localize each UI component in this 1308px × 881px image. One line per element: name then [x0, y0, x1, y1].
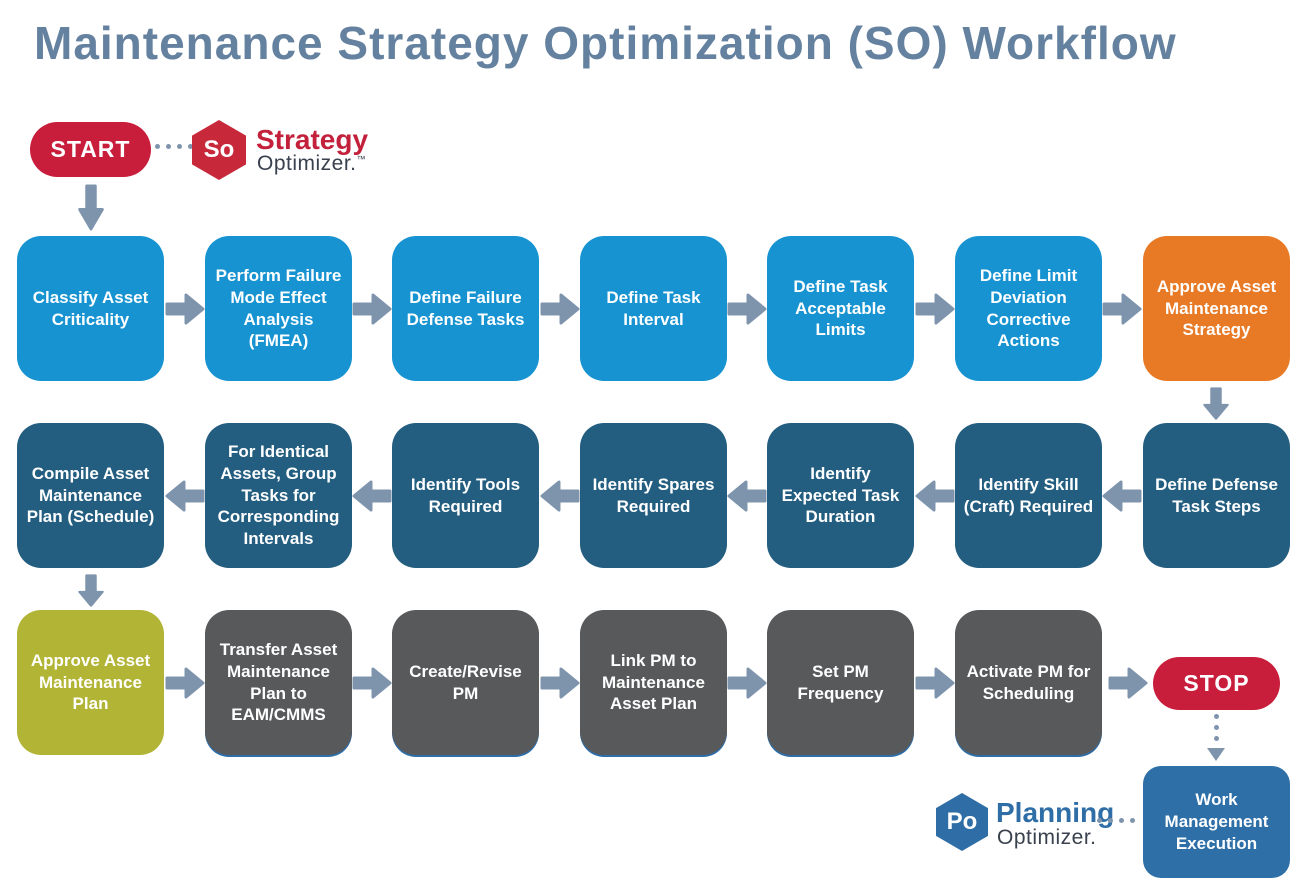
left-arrow-icon: [1102, 476, 1142, 516]
down-arrow-icon: [1201, 387, 1231, 420]
start-terminal: START: [30, 122, 151, 177]
step-identify-skill-craft-required: Identify Skill (Craft) Required: [955, 423, 1102, 568]
right-arrow-icon: [1108, 663, 1148, 703]
right-arrow-icon: [540, 663, 580, 703]
right-arrow-icon: [1102, 289, 1142, 329]
right-arrow-icon: [165, 663, 205, 703]
left-arrow-icon: [915, 476, 955, 516]
step-activate-pm-for-scheduling: Activate PM for Scheduling: [955, 610, 1102, 755]
step-define-task-acceptable-limits: Define Task Acceptable Limits: [767, 236, 914, 381]
strategy-optimizer-badge-icon: So: [192, 120, 246, 180]
step-classify-asset-criticality: Classify Asset Criticality: [17, 236, 164, 381]
left-arrow-icon: [727, 476, 767, 516]
step-link-pm-to-maintenance-asset-plan: Link PM to Maintenance Asset Plan: [580, 610, 727, 755]
step-define-task-interval: Define Task Interval: [580, 236, 727, 381]
down-arrow-icon: [76, 184, 106, 231]
dotted-connector-start-icon: [155, 144, 193, 149]
down-arrow-icon: [76, 574, 106, 607]
page-title: Maintenance Strategy Optimization (SO) W…: [34, 17, 1177, 69]
left-arrow-icon: [352, 476, 392, 516]
left-arrow-icon: [165, 476, 205, 516]
step-identify-spares-required: Identify Spares Required: [580, 423, 727, 568]
step-identify-expected-task-duration: Identify Expected Task Duration: [767, 423, 914, 568]
step-define-defense-task-steps: Define Defense Task Steps: [1143, 423, 1290, 568]
planning-optimizer-subtext: Optimizer.: [997, 826, 1097, 849]
strategy-optimizer-wordmark: Strategy: [256, 124, 369, 155]
right-arrow-icon: [915, 289, 955, 329]
strategy-optimizer-subtext: Optimizer.™: [257, 152, 367, 175]
trademark-symbol: ™: [356, 154, 367, 164]
right-arrow-icon: [540, 289, 580, 329]
step-approve-asset-maintenance-plan: Approve Asset Maintenance Plan: [17, 610, 164, 755]
step-compile-asset-maintenance-plan: Compile Asset Maintenance Plan (Schedule…: [17, 423, 164, 568]
right-arrow-icon: [915, 663, 955, 703]
step-work-management-execution: Work Management Execution: [1143, 766, 1290, 878]
stop-terminal: STOP: [1153, 657, 1280, 710]
right-arrow-icon: [352, 663, 392, 703]
dotted-connector-planning-icon: [1097, 818, 1135, 823]
step-create-revise-pm: Create/Revise PM: [392, 610, 539, 755]
left-arrow-icon: [540, 476, 580, 516]
planning-optimizer-badge-icon: Po: [936, 793, 988, 851]
step-identify-tools-required: Identify Tools Required: [392, 423, 539, 568]
step-perform-fmea: Perform Failure Mode Effect Analysis (FM…: [205, 236, 352, 381]
step-group-tasks-for-corresponding-intervals: For Identical Assets, Group Tasks for Co…: [205, 423, 352, 568]
step-define-limit-deviation-corrective-actions: Define Limit Deviation Corrective Action…: [955, 236, 1102, 381]
right-arrow-icon: [165, 289, 205, 329]
planning-optimizer-wordmark: Planning: [996, 797, 1115, 828]
dashed-down-arrow-icon: [1207, 714, 1225, 761]
step-set-pm-frequency: Set PM Frequency: [767, 610, 914, 755]
step-approve-asset-maintenance-strategy: Approve Asset Maintenance Strategy: [1143, 236, 1290, 381]
right-arrow-icon: [352, 289, 392, 329]
step-define-failure-defense-tasks: Define Failure Defense Tasks: [392, 236, 539, 381]
step-transfer-plan-to-eam-cmms: Transfer Asset Maintenance Plan to EAM/C…: [205, 610, 352, 755]
right-arrow-icon: [727, 289, 767, 329]
right-arrow-icon: [727, 663, 767, 703]
